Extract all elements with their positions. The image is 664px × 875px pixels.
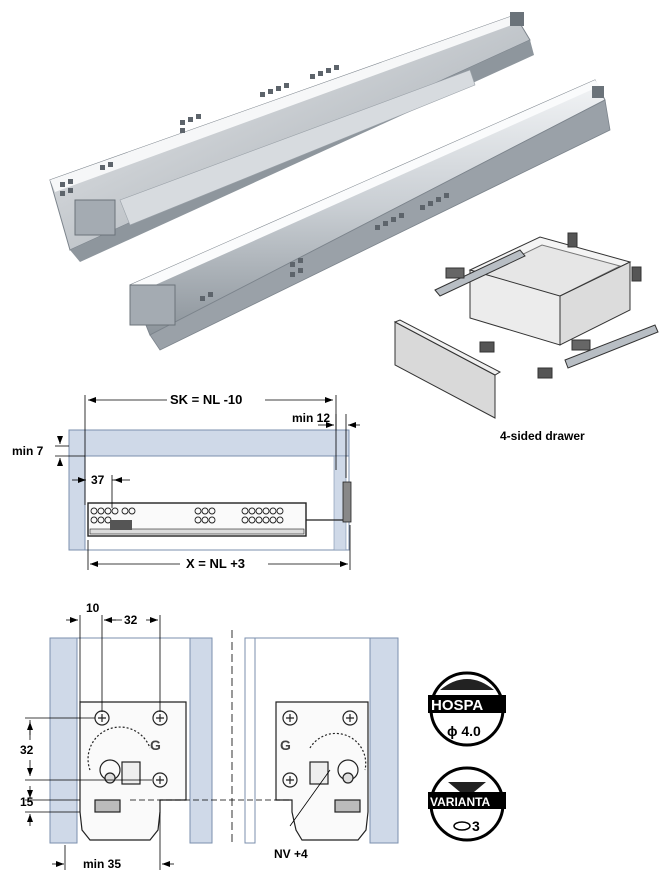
front-view-left-cabinet xyxy=(49,637,213,844)
drawer-exploded-view xyxy=(393,232,659,419)
locking-device-right: G xyxy=(275,701,369,841)
dim-10-label: 10 xyxy=(86,601,100,615)
drawer-caption: 4-sided drawer xyxy=(500,429,585,443)
dimensions-side-view xyxy=(55,395,360,570)
varianta-brand-text: VARIANTA xyxy=(430,795,491,809)
runner-photo-upper xyxy=(49,12,534,262)
dimensions-front-view xyxy=(25,615,331,870)
dim-32-left-label: 32 xyxy=(20,743,34,757)
dim-x-label: X = NL +3 xyxy=(186,556,245,571)
svg-text:G: G xyxy=(150,737,161,753)
runner-side-profile xyxy=(87,481,352,537)
dim-min35-label: min 35 xyxy=(83,857,121,871)
svg-text:G: G xyxy=(280,737,291,753)
varianta-size-text: 3 xyxy=(472,818,480,834)
dim-32-top-label: 32 xyxy=(124,613,138,627)
hospa-logo: HOSPA ϕ 4.0 xyxy=(428,671,506,747)
dim-nv4-label: NV +4 xyxy=(274,847,308,861)
varianta-screw-icon xyxy=(453,821,471,831)
dim-sk-label: SK = NL -10 xyxy=(170,392,242,407)
hospa-brand-text: HOSPA xyxy=(431,697,483,714)
varianta-logo: VARIANTA 3 xyxy=(428,766,506,842)
front-view-right-cabinet xyxy=(244,637,399,844)
runner-photo-lower xyxy=(129,79,611,351)
dim-min12-label: min 12 xyxy=(292,411,330,425)
locking-device-left: G xyxy=(79,701,187,841)
hospa-size-text: ϕ 4.0 xyxy=(447,723,481,739)
dim-min7-label: min 7 xyxy=(12,444,44,458)
dim-15-label: 15 xyxy=(20,795,34,809)
dim-37-label: 37 xyxy=(91,473,105,487)
